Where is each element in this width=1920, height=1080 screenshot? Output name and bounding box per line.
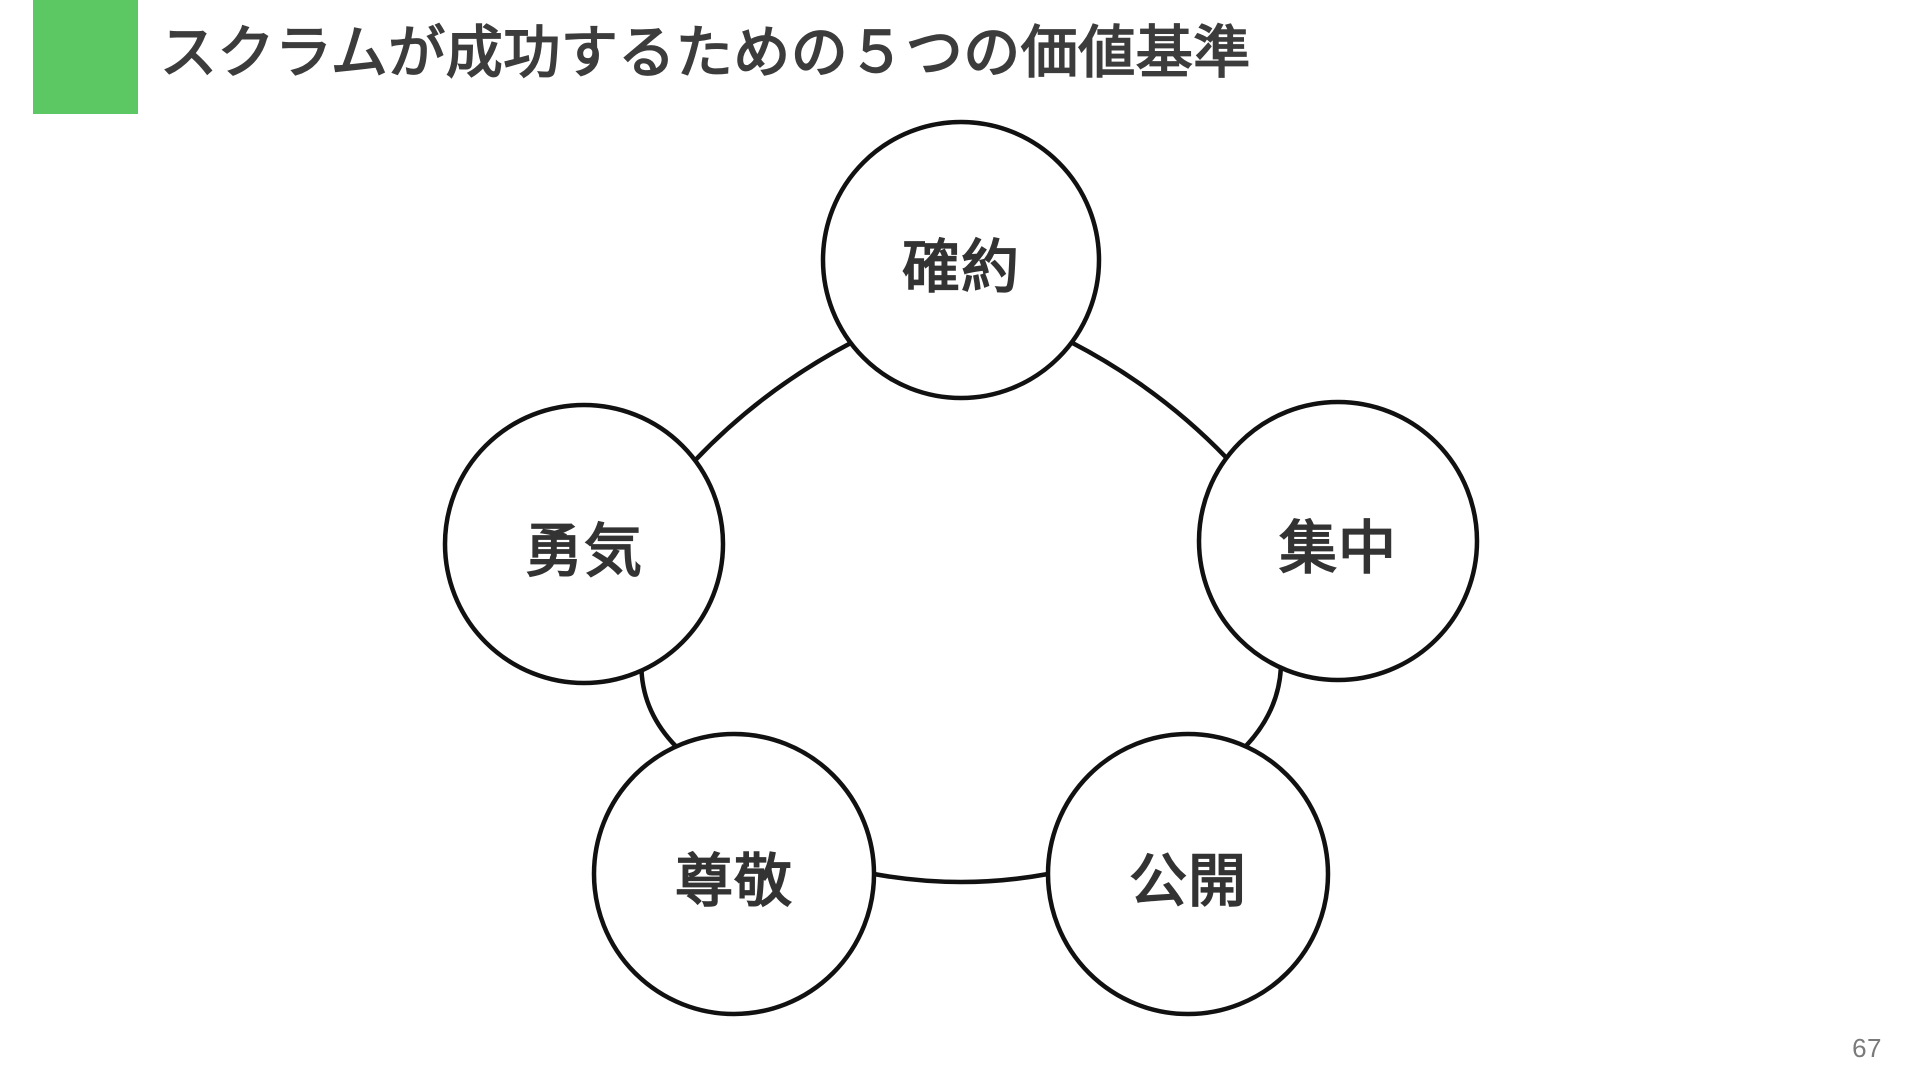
connector-commitment-to-focus bbox=[1069, 340, 1229, 461]
connector-focus-to-openness bbox=[1243, 665, 1284, 749]
value-circle-openness[interactable] bbox=[1045, 731, 1331, 1017]
page-number: 67 bbox=[1852, 1033, 1882, 1063]
value-circle-focus[interactable] bbox=[1196, 399, 1480, 683]
value-circle-courage[interactable] bbox=[442, 402, 726, 686]
connector-openness-to-respect bbox=[871, 871, 1051, 885]
value-circle-commitment[interactable] bbox=[820, 119, 1102, 401]
value-circle-respect[interactable] bbox=[591, 731, 877, 1017]
page-title: スクラムが成功するための５つの価値基準 bbox=[160, 21, 1251, 85]
title-accent-bar bbox=[33, 0, 138, 114]
connector-courage-to-commitment bbox=[692, 340, 854, 463]
connector-layer bbox=[639, 340, 1284, 885]
circle-layer bbox=[442, 119, 1480, 1017]
connector-respect-to-courage bbox=[639, 668, 679, 749]
